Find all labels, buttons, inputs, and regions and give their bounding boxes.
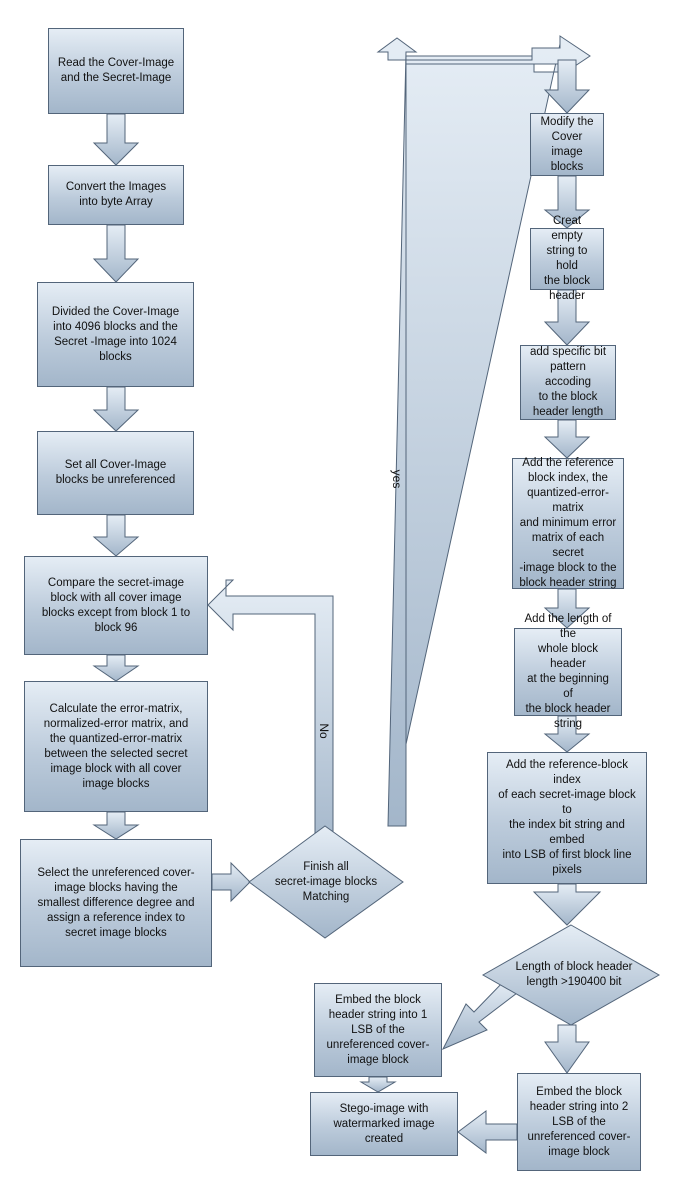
step-divide-blocks: Divided the Cover-Image into 4096 blocks… bbox=[37, 282, 194, 387]
arrow-down bbox=[543, 588, 591, 629]
arrow-down bbox=[543, 715, 591, 753]
step-convert-bytes-text: Convert the Images into byte Array bbox=[65, 181, 167, 208]
step-add-length: Add the length of the whole block header… bbox=[514, 613, 622, 730]
decision-diamond-finish bbox=[248, 825, 404, 939]
step-set-unreferenced-text: Set all Cover-Image blocks be unreferenc… bbox=[55, 459, 176, 486]
arrow-down bbox=[543, 419, 591, 459]
step-add-index-bits-text: Add the reference-block index of each se… bbox=[498, 759, 636, 876]
arrow-down bbox=[359, 1076, 397, 1093]
arrow-down bbox=[92, 113, 140, 166]
step-add-length-text: Add the length of the whole block header… bbox=[524, 613, 612, 730]
arrow-down bbox=[543, 289, 591, 346]
step-modify-cover-text: Modify the Cover image blocks bbox=[540, 115, 594, 173]
label-no: No bbox=[317, 723, 331, 739]
step-compare-blocks: Compare the secret-image block with all … bbox=[24, 556, 208, 655]
decision-length-text: Length of block header length >190400 bi… bbox=[515, 961, 633, 988]
label-yes: yes bbox=[390, 469, 404, 489]
step-add-reference: Add the reference block index, the quant… bbox=[512, 457, 624, 589]
arrow-right bbox=[211, 861, 251, 903]
step-set-unreferenced: Set all Cover-Image blocks be unreferenc… bbox=[37, 431, 194, 515]
step-embed-1lsb-text: Embed the block header string into 1 LSB… bbox=[326, 993, 430, 1066]
arrow-no-loop bbox=[207, 579, 334, 855]
step-select-unreferenced: Select the unreferenced cover- image blo… bbox=[20, 839, 212, 967]
step-add-index-bits: Add the reference-block index of each se… bbox=[487, 752, 647, 884]
step-select-unreferenced-text: Select the unreferenced cover- image blo… bbox=[37, 866, 195, 939]
arrow-down bbox=[92, 386, 140, 432]
arrow-down bbox=[543, 175, 591, 229]
arrow-down bbox=[92, 811, 140, 840]
arrow-yes-down bbox=[543, 59, 591, 114]
arrow-down bbox=[92, 224, 140, 283]
step-embed-1lsb-box: Embed the block header string into 1 LSB… bbox=[314, 983, 442, 1077]
step-compare-blocks-text: Compare the secret-image block with all … bbox=[41, 576, 191, 634]
step-add-reference-text: Add the reference block index, the quant… bbox=[519, 457, 617, 589]
step-stego-output-text: Stego-image with watermarked image creat… bbox=[333, 1102, 435, 1145]
step-convert-bytes: Convert the Images into byte Array bbox=[48, 165, 184, 225]
step-calculate-error-text: Calculate the error-matrix, normalized-e… bbox=[43, 702, 189, 790]
step-read-images-text: Read the Cover-Image and the Secret-Imag… bbox=[57, 57, 175, 84]
step-embed-2lsb: Embed the block header string into 2 LSB… bbox=[517, 1073, 641, 1171]
step-modify-cover: Modify the Cover image blocks bbox=[530, 113, 604, 176]
arrow-down bbox=[92, 654, 140, 682]
step-divide-blocks-text: Divided the Cover-Image into 4096 blocks… bbox=[51, 305, 180, 363]
step-add-bit-pattern-text: add specific bit pattern accoding to the… bbox=[529, 346, 607, 418]
decision-diamond-length bbox=[481, 924, 661, 1026]
step-embed-2lsb-text: Embed the block header string into 2 LSB… bbox=[527, 1085, 631, 1158]
arrow-down bbox=[532, 883, 602, 926]
step-read-images: Read the Cover-Image and the Secret-Imag… bbox=[48, 28, 184, 114]
arrow-down bbox=[544, 1024, 590, 1074]
step-create-string: Creat empty string to hold the block hea… bbox=[530, 215, 604, 302]
step-add-bit-pattern: add specific bit pattern accoding to the… bbox=[520, 345, 616, 420]
step-calculate-error: Calculate the error-matrix, normalized-e… bbox=[24, 681, 208, 812]
decision-finish-text: Finish all secret-image blocks Matching bbox=[274, 860, 378, 903]
step-create-string-text: Creat empty string to hold the block hea… bbox=[543, 215, 591, 302]
step-stego-output: Stego-image with watermarked image creat… bbox=[310, 1092, 458, 1156]
arrow-left bbox=[457, 1110, 518, 1154]
arrow-left bbox=[441, 979, 522, 1051]
arrow-down bbox=[92, 514, 140, 557]
